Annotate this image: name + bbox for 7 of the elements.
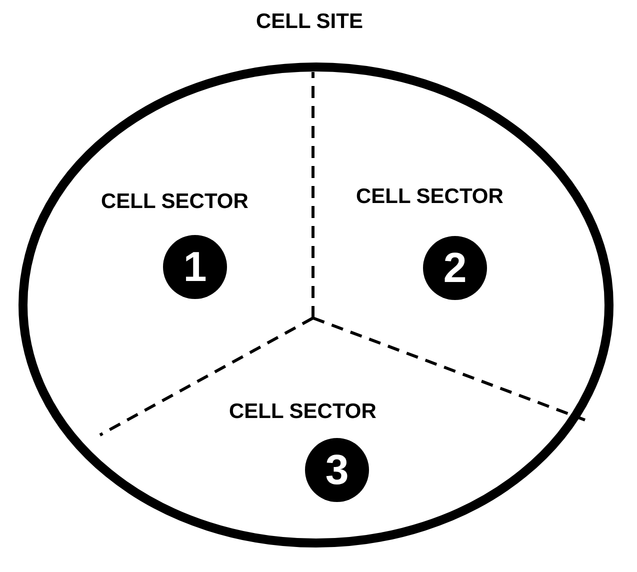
number-badge: 3 [305, 438, 369, 502]
sector-label: CELL SECTOR [356, 185, 504, 209]
number-badge: 1 [163, 235, 227, 299]
number-badge: 2 [423, 236, 487, 300]
site-title: CELL SITE [256, 10, 363, 34]
sector-label: CELL SECTOR [101, 190, 248, 214]
sector-label: CELL SECTOR [229, 400, 376, 424]
